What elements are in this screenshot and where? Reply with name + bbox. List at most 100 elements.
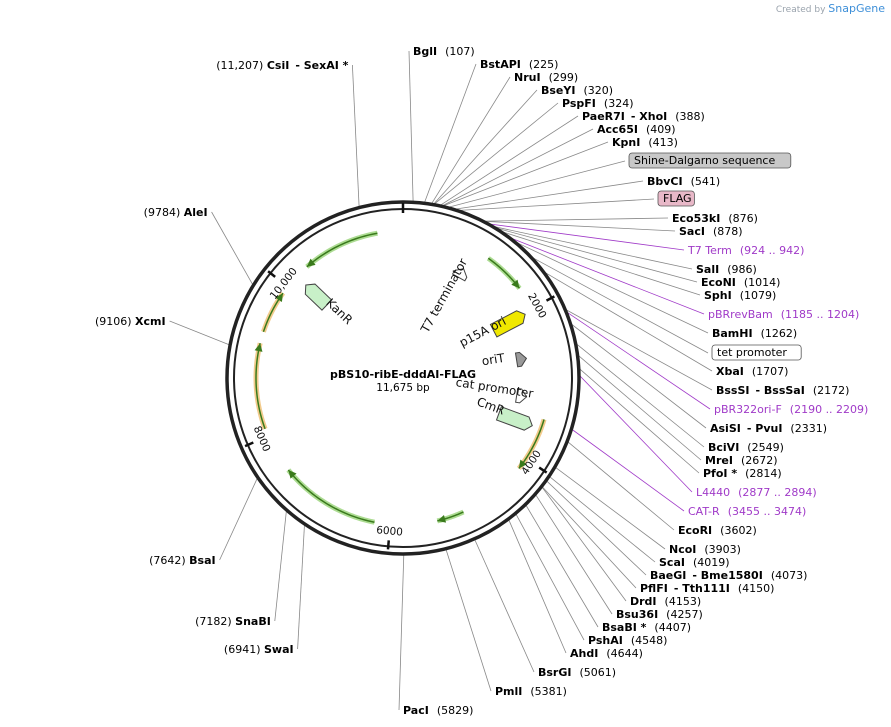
svg-text:PflFI- Tth111I(4150): PflFI- Tth111I(4150)	[640, 582, 774, 595]
enzyme-label: BsrGI(5061)	[538, 666, 616, 679]
svg-text:pBRrevBam(1185 .. 1204): pBRrevBam(1185 .. 1204)	[708, 308, 859, 321]
leader-line	[499, 230, 701, 296]
svg-text:PspFI(324): PspFI(324)	[562, 97, 634, 110]
svg-text:(7182) SnaBI: (7182) SnaBI	[195, 615, 271, 628]
orf-arrows	[253, 230, 547, 525]
svg-text:L4440(2877 .. 2894): L4440(2877 .. 2894)	[696, 486, 817, 499]
enzyme-label: AhdI(4644)	[570, 647, 643, 660]
orf-glow	[305, 230, 378, 269]
enzyme-label: (6941) SwaI	[224, 643, 294, 656]
orf-arrowhead	[288, 469, 297, 479]
enzyme-label: SacI(878)	[679, 225, 743, 238]
enzyme-label: EcoNI(1014)	[701, 276, 780, 289]
svg-text:NruI(299): NruI(299)	[514, 71, 578, 84]
leader-line	[423, 63, 477, 204]
enzyme-label: (7182) SnaBI	[195, 615, 271, 628]
leader-line	[515, 513, 585, 641]
svg-text:FLAG: FLAG	[663, 192, 692, 205]
svg-text:PacI(5829): PacI(5829)	[403, 704, 473, 717]
leader-line	[408, 50, 414, 203]
svg-text:BsrGI(5061): BsrGI(5061)	[538, 666, 616, 679]
svg-text:Acc65I(409): Acc65I(409)	[597, 123, 676, 136]
leader-line	[571, 428, 685, 512]
leader-line	[494, 227, 698, 283]
enzyme-label: BstAPI(225)	[480, 58, 558, 71]
enzyme-label: PspFI(324)	[562, 97, 634, 110]
feature-shape	[495, 406, 533, 431]
orf-glow	[286, 468, 376, 525]
svg-text:BssSI- BssSaI(2172): BssSI- BssSaI(2172)	[716, 384, 849, 397]
leader-line	[441, 128, 594, 207]
svg-text:SalI(986): SalI(986)	[696, 263, 757, 276]
enzyme-label: BaeGI- Bme1580I(4073)	[650, 569, 807, 582]
enzyme-label: XbaI(1707)	[716, 365, 788, 378]
orf-arrowhead	[437, 514, 447, 523]
bp-tick-label: 6000	[376, 524, 404, 538]
svg-text:BaeGI- Bme1580I(4073): BaeGI- Bme1580I(4073)	[650, 569, 807, 582]
leader-line	[508, 236, 705, 315]
feature-shape	[451, 268, 468, 282]
orf-arrowhead	[275, 293, 283, 303]
enzyme-label: SphI(1079)	[704, 289, 776, 302]
leader-line	[570, 322, 707, 429]
enzyme-label: KpnI(413)	[612, 136, 678, 149]
primer-label: L4440(2877 .. 2894)	[696, 486, 817, 499]
leader-line	[548, 475, 656, 563]
leader-line	[219, 477, 259, 561]
enzyme-label: SalI(986)	[696, 263, 757, 276]
svg-text:(7642) BsaI: (7642) BsaI	[149, 554, 216, 567]
orf-arrow	[255, 343, 266, 430]
feature-label: T7 terminator	[417, 256, 470, 336]
bp-tick	[538, 466, 548, 474]
svg-text:BciVI(2549): BciVI(2549)	[708, 441, 784, 454]
leader-line	[169, 320, 231, 346]
enzyme-label: BbvCI(541)	[647, 175, 720, 188]
svg-text:XbaI(1707): XbaI(1707)	[716, 365, 788, 378]
site-labels: BglI(107)BstAPI(225)NruI(299)BseYI(320)P…	[95, 45, 868, 717]
feature-shape	[489, 310, 526, 338]
svg-text:BseYI(320): BseYI(320)	[541, 84, 613, 97]
svg-text:DrdI(4153): DrdI(4153)	[630, 595, 701, 608]
orf-arrow	[287, 469, 375, 523]
primer-label: pBRrevBam(1185 .. 1204)	[708, 308, 859, 321]
enzyme-label: EcoRI(3602)	[678, 524, 757, 537]
branding: Created by SnapGene	[776, 2, 885, 15]
orf-arrowhead	[511, 279, 520, 289]
enzyme-label: (11,207) CsiI- SexAI *	[216, 59, 348, 72]
svg-text:EcoNI(1014): EcoNI(1014)	[701, 276, 780, 289]
svg-text:CAT-R(3455 .. 3474): CAT-R(3455 .. 3474)	[688, 505, 806, 518]
enzyme-label: BglI(107)	[413, 45, 475, 58]
leader-line	[545, 480, 647, 576]
leader-line	[441, 141, 609, 207]
svg-text:BsaBI *(4407): BsaBI *(4407)	[602, 621, 691, 634]
enzyme-label: BseYI(320)	[541, 84, 613, 97]
svg-text:SphI(1079): SphI(1079)	[704, 289, 776, 302]
enzyme-label: PmlI(5381)	[495, 685, 567, 698]
leader-line	[297, 523, 305, 650]
orf-arrowhead	[254, 343, 263, 352]
enzyme-label: BciVI(2549)	[708, 441, 784, 454]
leader-line	[529, 255, 709, 354]
enzyme-label: (9784) AleI	[144, 206, 208, 219]
enzyme-label: NcoI(3903)	[669, 543, 741, 556]
leader-line	[578, 367, 700, 474]
leader-line	[446, 160, 626, 208]
svg-text:EcoRI(3602): EcoRI(3602)	[678, 524, 757, 537]
feature-label: FLAG	[657, 190, 695, 207]
snapgene-logo: SnapGene	[828, 2, 885, 15]
leader-line	[491, 225, 693, 270]
svg-text:pBR322ori-F(2190 .. 2209): pBR322ori-F(2190 .. 2209)	[714, 403, 868, 416]
leader-line	[433, 102, 559, 205]
enzyme-label: Eco53kI(876)	[672, 212, 758, 225]
svg-text:Eco53kI(876): Eco53kI(876)	[672, 212, 758, 225]
feature-shape	[304, 283, 333, 311]
leader-line	[508, 518, 567, 654]
enzyme-label: (9106) XcmI	[95, 315, 166, 328]
leader-line	[445, 548, 492, 692]
leader-line	[513, 240, 709, 334]
svg-text:tet promoter: tet promoter	[717, 346, 787, 359]
enzyme-label: PfoI *(2814)	[703, 467, 782, 480]
bp-tick-label: 8000	[251, 424, 273, 453]
svg-text:BglI(107): BglI(107)	[413, 45, 475, 58]
leader-line	[352, 64, 360, 208]
